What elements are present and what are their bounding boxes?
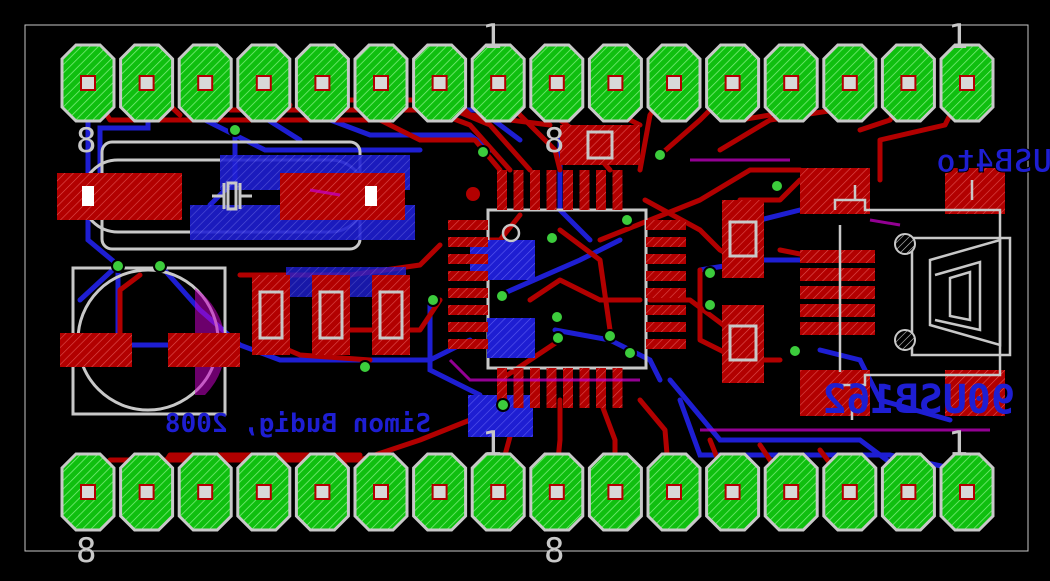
header-bottom-pad-8 — [470, 452, 526, 532]
crystal — [57, 140, 415, 251]
header-bottom-row — [60, 452, 995, 532]
header-bottom-pad-12 — [705, 452, 761, 532]
header-bottom-pad-10 — [587, 452, 643, 532]
qfn-pin-top-7 — [596, 170, 606, 210]
header-top-pad-8 — [470, 43, 526, 123]
capacitors — [722, 200, 764, 383]
qfn-pin-bottom-5 — [563, 368, 573, 408]
qfn-pin-left-8 — [448, 339, 488, 349]
qfn-pin-right-2 — [646, 237, 686, 247]
header-bottom-pad-1 — [60, 452, 116, 532]
pin1-label-bot-right: 1 — [948, 424, 968, 464]
header-top-pad-3 — [177, 43, 233, 123]
qfn-pin-top-3 — [530, 170, 540, 210]
qfn-pin-right-7 — [646, 322, 686, 332]
vias — [111, 123, 802, 412]
qfn-pin-right-6 — [646, 305, 686, 315]
qfn-pin-right-3 — [646, 254, 686, 264]
mcu-qfn — [448, 170, 686, 437]
header-bottom-pad-7 — [412, 452, 468, 532]
buzzer — [60, 266, 240, 416]
qfn-pin-left-6 — [448, 305, 488, 315]
header-top-pad-15 — [880, 43, 936, 123]
qfn-pin-top-8 — [612, 170, 623, 210]
pin8-label-bot-left: 8 — [76, 531, 96, 571]
qfn-pin-left-7 — [448, 322, 488, 332]
header-bottom-pad-14 — [822, 452, 878, 532]
pin8-label-bot-mid: 8 — [544, 531, 564, 571]
chip-resistors — [252, 267, 410, 355]
pin8-label-top-left: 8 — [76, 121, 96, 161]
qfn-pin-right-8 — [646, 339, 686, 349]
header-top-pad-2 — [119, 43, 175, 123]
qfn-pin-top-5 — [563, 170, 573, 210]
qfn-pin-top-4 — [546, 170, 557, 210]
header-bottom-pad-5 — [294, 452, 350, 532]
qfn-pin-right-1 — [646, 220, 686, 230]
header-top-pad-16 — [939, 43, 995, 123]
header-bottom-pad-2 — [119, 452, 175, 532]
pin1-label-top-left: 1 — [482, 17, 502, 57]
header-top-pad-7 — [412, 43, 468, 123]
qfn-pin-left-5 — [448, 288, 488, 298]
mirrored-credit-text: Simon Budig, 2008 — [165, 409, 431, 439]
qfn-pin-top-2 — [513, 170, 524, 210]
header-top-pad-6 — [353, 43, 409, 123]
mirrored-title-text: USB4to — [936, 142, 1050, 180]
pin1-label-bot-mid: 1 — [482, 424, 502, 464]
qfn-pin-right-5 — [646, 288, 686, 298]
header-top-row — [60, 43, 995, 123]
header-top-pad-9 — [529, 43, 585, 123]
header-bottom-pad-16 — [939, 452, 995, 532]
top-capacitor — [560, 125, 640, 165]
qfn-pin-left-4 — [448, 271, 488, 281]
header-bottom-pad-11 — [646, 452, 702, 532]
header-top-pad-5 — [294, 43, 350, 123]
qfn-pin-bottom-6 — [579, 368, 590, 408]
header-top-pad-4 — [236, 43, 292, 123]
qfn-pin-bottom-1 — [497, 368, 507, 408]
doc-layer — [309, 158, 990, 432]
qfn-pin-left-1 — [448, 220, 488, 230]
pin1-label-top-right: 1 — [948, 17, 968, 57]
header-top-pad-12 — [705, 43, 761, 123]
header-top-pad-11 — [646, 43, 702, 123]
header-bottom-pad-13 — [763, 452, 819, 532]
qfn-pin-bottom-8 — [612, 368, 623, 408]
header-bottom-pad-9 — [529, 452, 585, 532]
qfn-pin-top-1 — [497, 170, 507, 210]
qfn-pin-left-3 — [448, 254, 488, 264]
qfn-pin-left-2 — [448, 237, 488, 247]
qfn-pin-top-6 — [579, 170, 590, 210]
qfn-pin-right-4 — [646, 271, 686, 281]
header-top-pad-1 — [60, 43, 116, 123]
qfn-pin-bottom-2 — [513, 368, 524, 408]
header-bottom-pad-4 — [236, 452, 292, 532]
mini-usb-connector — [800, 168, 1012, 420]
header-top-pad-13 — [763, 43, 819, 123]
header-bottom-pad-6 — [353, 452, 409, 532]
board-outline — [24, 24, 1029, 552]
mirrored-part-text: 90USB162 — [822, 377, 1015, 423]
qfn-pin-bottom-4 — [546, 368, 557, 408]
header-top-pad-10 — [587, 43, 643, 123]
header-top-pad-14 — [822, 43, 878, 123]
header-bottom-pad-3 — [177, 452, 233, 532]
qfn-pin-bottom-7 — [596, 368, 606, 408]
qfn-pin-bottom-3 — [530, 368, 540, 408]
pin8-label-top-mid: 8 — [544, 121, 564, 161]
header-bottom-pad-15 — [880, 452, 936, 532]
